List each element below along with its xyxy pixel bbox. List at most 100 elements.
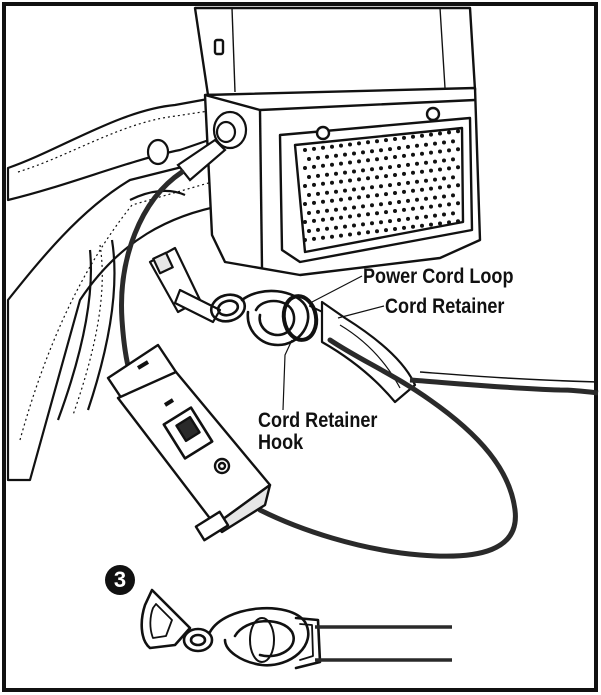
grille-hole	[343, 170, 347, 175]
grille-hole	[366, 194, 370, 199]
grille-hole	[375, 139, 379, 144]
grille-hole	[406, 198, 410, 203]
grille-hole	[420, 205, 424, 210]
power-cord-right-edge	[419, 371, 599, 383]
grille-hole	[352, 187, 356, 192]
grille-hole	[415, 143, 419, 148]
grille-hole	[429, 168, 433, 173]
power-cord-loop	[257, 337, 518, 559]
grille-hole	[325, 208, 329, 213]
grille-hole	[397, 164, 401, 168]
cord-grommet	[146, 110, 248, 182]
grille-hole	[339, 197, 343, 202]
grille-hole	[366, 230, 370, 235]
grille-hole	[316, 191, 320, 196]
grille-hole	[384, 138, 388, 143]
grille-hole	[375, 193, 379, 198]
grille-hole	[402, 171, 406, 176]
grille-hole	[433, 177, 437, 182]
grille-hole	[303, 238, 307, 242]
grille-hole	[330, 180, 334, 185]
grille-hole	[447, 202, 451, 207]
grille-hole	[379, 220, 383, 225]
grille-hole	[438, 167, 442, 172]
grille-hole	[370, 203, 374, 208]
grille-hole	[370, 149, 374, 154]
grille-hole	[388, 147, 392, 152]
grille-hole	[352, 169, 356, 174]
grille-hole	[388, 219, 392, 224]
grille-hole	[370, 185, 374, 190]
grille-hole	[334, 225, 338, 230]
grille-hole	[384, 210, 388, 215]
grille-hole	[366, 176, 370, 181]
grille-hole	[325, 226, 329, 231]
grille-hole	[321, 217, 325, 222]
grille-hole	[442, 212, 446, 217]
grille-hole	[388, 165, 392, 170]
grille-hole	[442, 176, 446, 181]
grille-hole	[438, 221, 442, 226]
grille-hole	[352, 223, 356, 228]
grille-hole	[433, 141, 437, 146]
grille-hole	[415, 179, 419, 184]
grille-hole	[402, 207, 406, 212]
grille-hole	[402, 135, 406, 140]
grille-hole	[325, 154, 329, 159]
label-cord-retainer-hook-line1: Cord Retainer	[258, 409, 378, 432]
grille-hole	[424, 214, 428, 219]
grille-hole	[384, 228, 388, 233]
grille-hole	[402, 225, 406, 230]
grille-hole	[303, 202, 307, 206]
grille-hole	[456, 201, 460, 206]
grille-hole	[402, 153, 406, 158]
grille-hole	[307, 193, 311, 197]
grille-hole	[307, 157, 311, 161]
grille-hole	[307, 229, 311, 233]
grille-hole	[316, 209, 320, 214]
grille-hole	[321, 199, 325, 204]
grille-hole	[343, 224, 347, 229]
grille-hole	[348, 214, 352, 219]
grille-hole	[379, 184, 383, 189]
grille-hole	[334, 189, 338, 194]
grille-hole	[325, 190, 329, 195]
grille-hole	[406, 162, 410, 167]
grille-hole	[334, 171, 338, 176]
grille-hole	[456, 165, 460, 170]
leader-lines	[282, 275, 385, 411]
grille-hole	[330, 234, 334, 239]
detail-inset	[140, 588, 322, 670]
grille-hole	[451, 193, 455, 198]
grille-hole	[397, 182, 401, 186]
grille-hole	[442, 140, 446, 145]
grille-hole	[307, 211, 311, 215]
grille-hole	[357, 231, 361, 236]
grille-hole	[388, 201, 392, 206]
grille-hole	[321, 145, 325, 150]
grille-hole	[375, 157, 379, 162]
grille-hole	[303, 220, 307, 224]
grille-hole	[411, 224, 415, 229]
grille-hole	[420, 151, 424, 156]
grille-hole	[429, 186, 433, 191]
grille-hole	[411, 134, 415, 139]
grille-hole	[429, 204, 433, 209]
vent-grille	[303, 129, 460, 242]
grille-hole	[321, 235, 325, 240]
grille-hole	[447, 220, 451, 225]
grille-hole	[361, 204, 365, 209]
grille-hole	[348, 160, 352, 165]
grille-hole	[366, 140, 370, 145]
grille-hole	[357, 159, 361, 164]
grille-hole	[429, 132, 433, 137]
grille-hole	[379, 166, 383, 171]
grille-hole	[424, 196, 428, 201]
grille-hole	[438, 131, 442, 136]
grille-hole	[357, 177, 361, 182]
grille-hole	[352, 205, 356, 210]
grille-hole	[361, 222, 365, 227]
grille-hole	[312, 200, 316, 205]
grille-hole	[433, 159, 437, 164]
grille-hole	[343, 206, 347, 211]
